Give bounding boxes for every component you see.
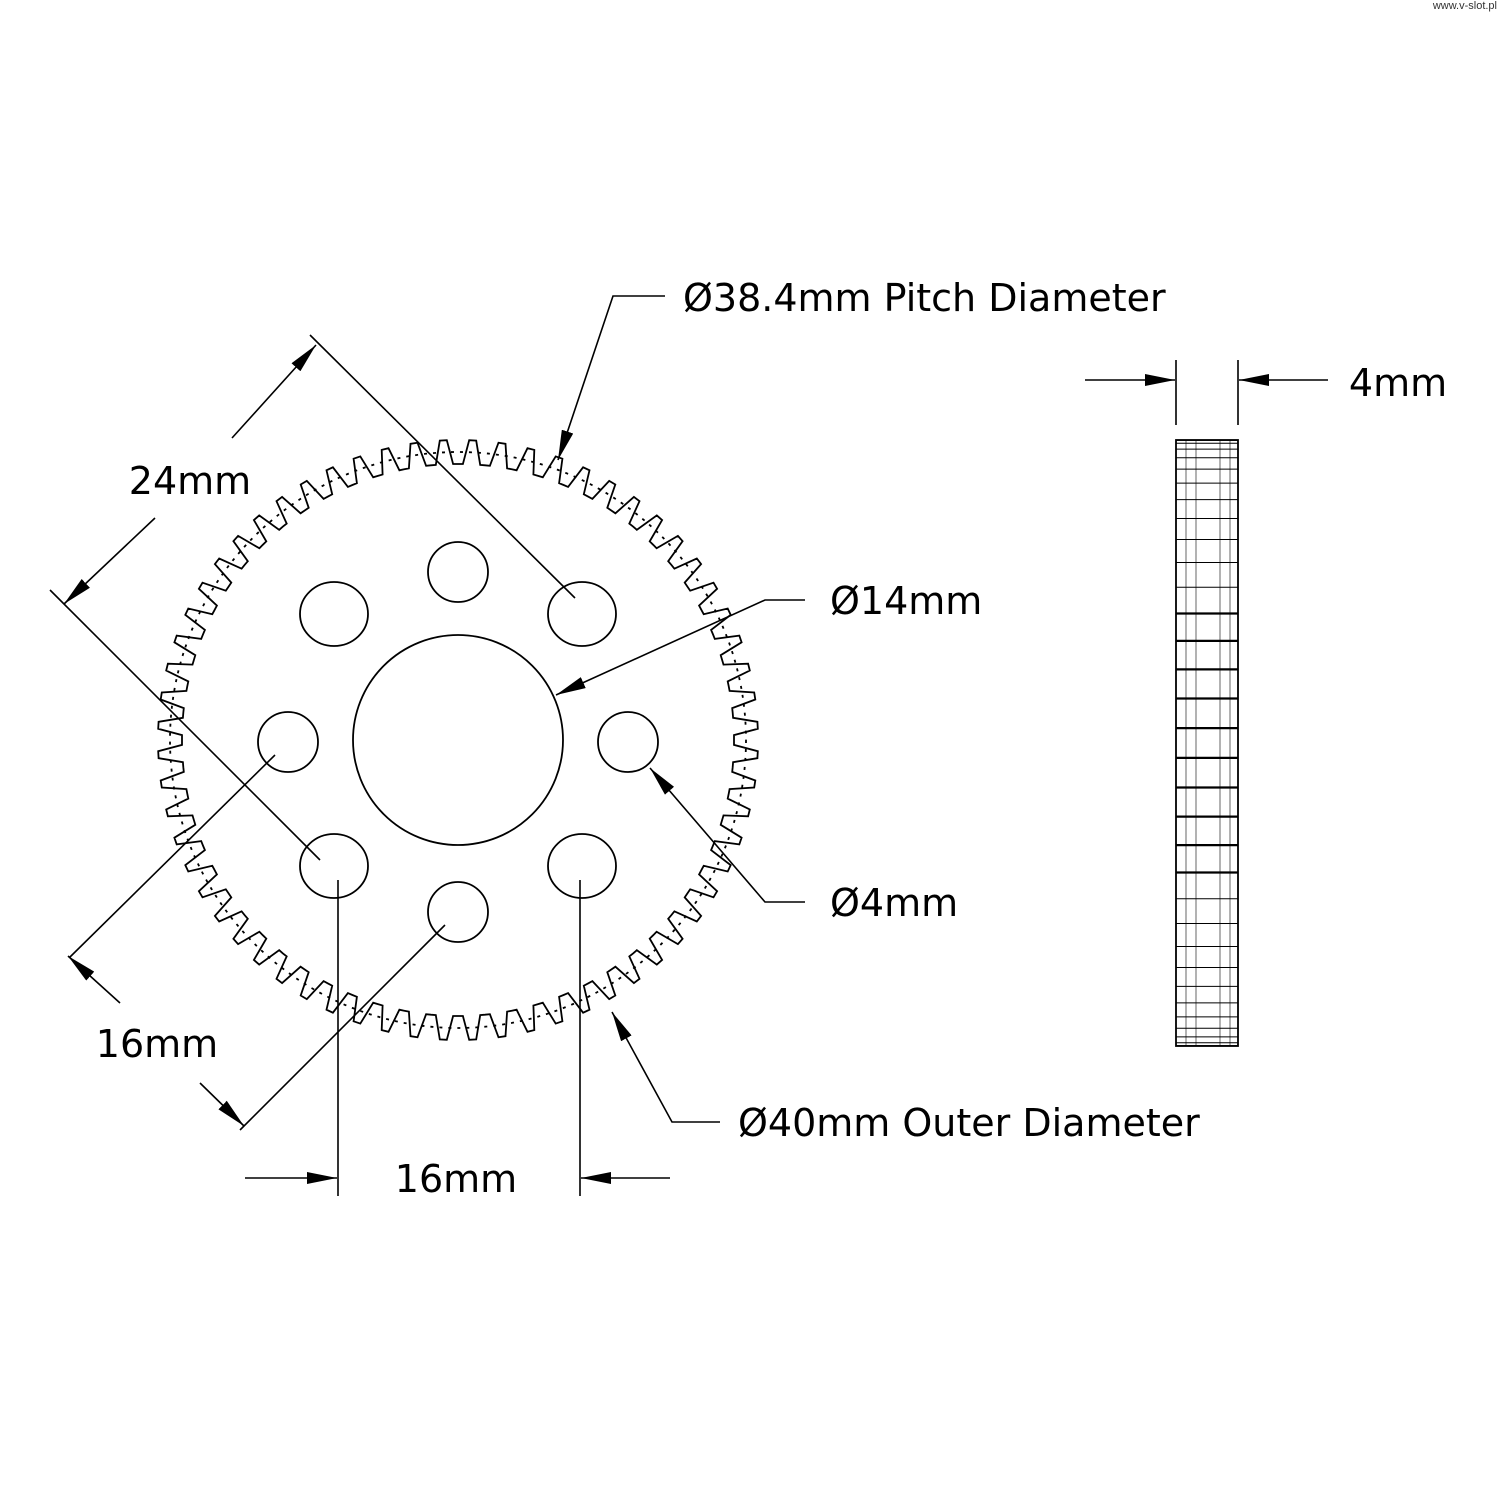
dimension-4mm: 4mm [1085,360,1447,425]
gear-front-view [157,439,759,1041]
dimension-16mm-diagonal-label: 16mm [96,1022,218,1066]
pitch-circle [169,451,747,1029]
outer-diameter-callout: Ø40mm Outer Diameter [611,1011,1200,1145]
pitch-diameter-label: Ø38.4mm Pitch Diameter [683,276,1166,320]
bore-diameter-callout: Ø14mm [555,579,982,696]
gear-side-view [1175,439,1239,1047]
dimension-16mm-horizontal: 16mm [245,880,670,1201]
dimension-16mm-diagonal: 16mm [67,754,446,1131]
slot-hole [547,581,617,647]
gear-teeth [157,439,759,1041]
dimension-24mm: 24mm [49,334,576,861]
hole-diameter-label: Ø4mm [830,881,958,925]
thickness-label: 4mm [1349,361,1447,405]
dimension-24mm-label: 24mm [129,459,251,503]
slot-hole [299,581,369,647]
pitch-diameter-callout: Ø38.4mm Pitch Diameter [557,276,1166,461]
slot-hole [547,833,617,899]
mount-hole [427,541,489,603]
slot-hole [299,833,369,899]
mount-hole [257,711,319,773]
hole-diameter-callout: Ø4mm [649,767,958,925]
mount-hole [427,881,489,943]
bore-hole [352,634,564,846]
watermark: www.v-slot.pl [1432,0,1497,12]
outer-diameter-label: Ø40mm Outer Diameter [738,1101,1200,1145]
dimension-16mm-horizontal-label: 16mm [395,1157,517,1201]
mount-hole [597,711,659,773]
bore-diameter-label: Ø14mm [830,579,982,623]
